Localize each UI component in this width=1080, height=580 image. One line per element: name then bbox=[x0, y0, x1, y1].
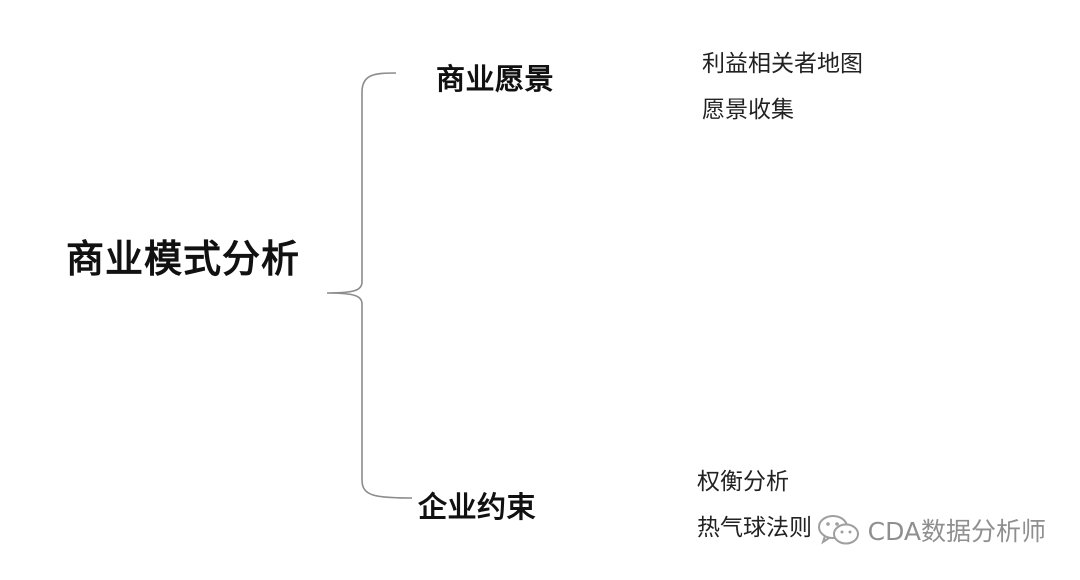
watermark-text: CDA数据分析师 bbox=[867, 517, 1046, 546]
leaf-vision-collection: 愿景收集 bbox=[702, 97, 794, 123]
branch-label-vision: 商业愿景 bbox=[436, 62, 555, 96]
leaf-stakeholder-map: 利益相关者地图 bbox=[702, 51, 863, 77]
branch-label-constraints: 企业约束 bbox=[418, 490, 537, 524]
root-node-label: 商业模式分析 bbox=[66, 237, 301, 281]
leaf-tradeoff-analysis: 权衡分析 bbox=[697, 469, 789, 495]
leaf-hot-air-balloon: 热气球法则 bbox=[697, 515, 812, 541]
watermark: CDA数据分析师 bbox=[816, 512, 1046, 548]
wechat-icon bbox=[817, 515, 859, 545]
